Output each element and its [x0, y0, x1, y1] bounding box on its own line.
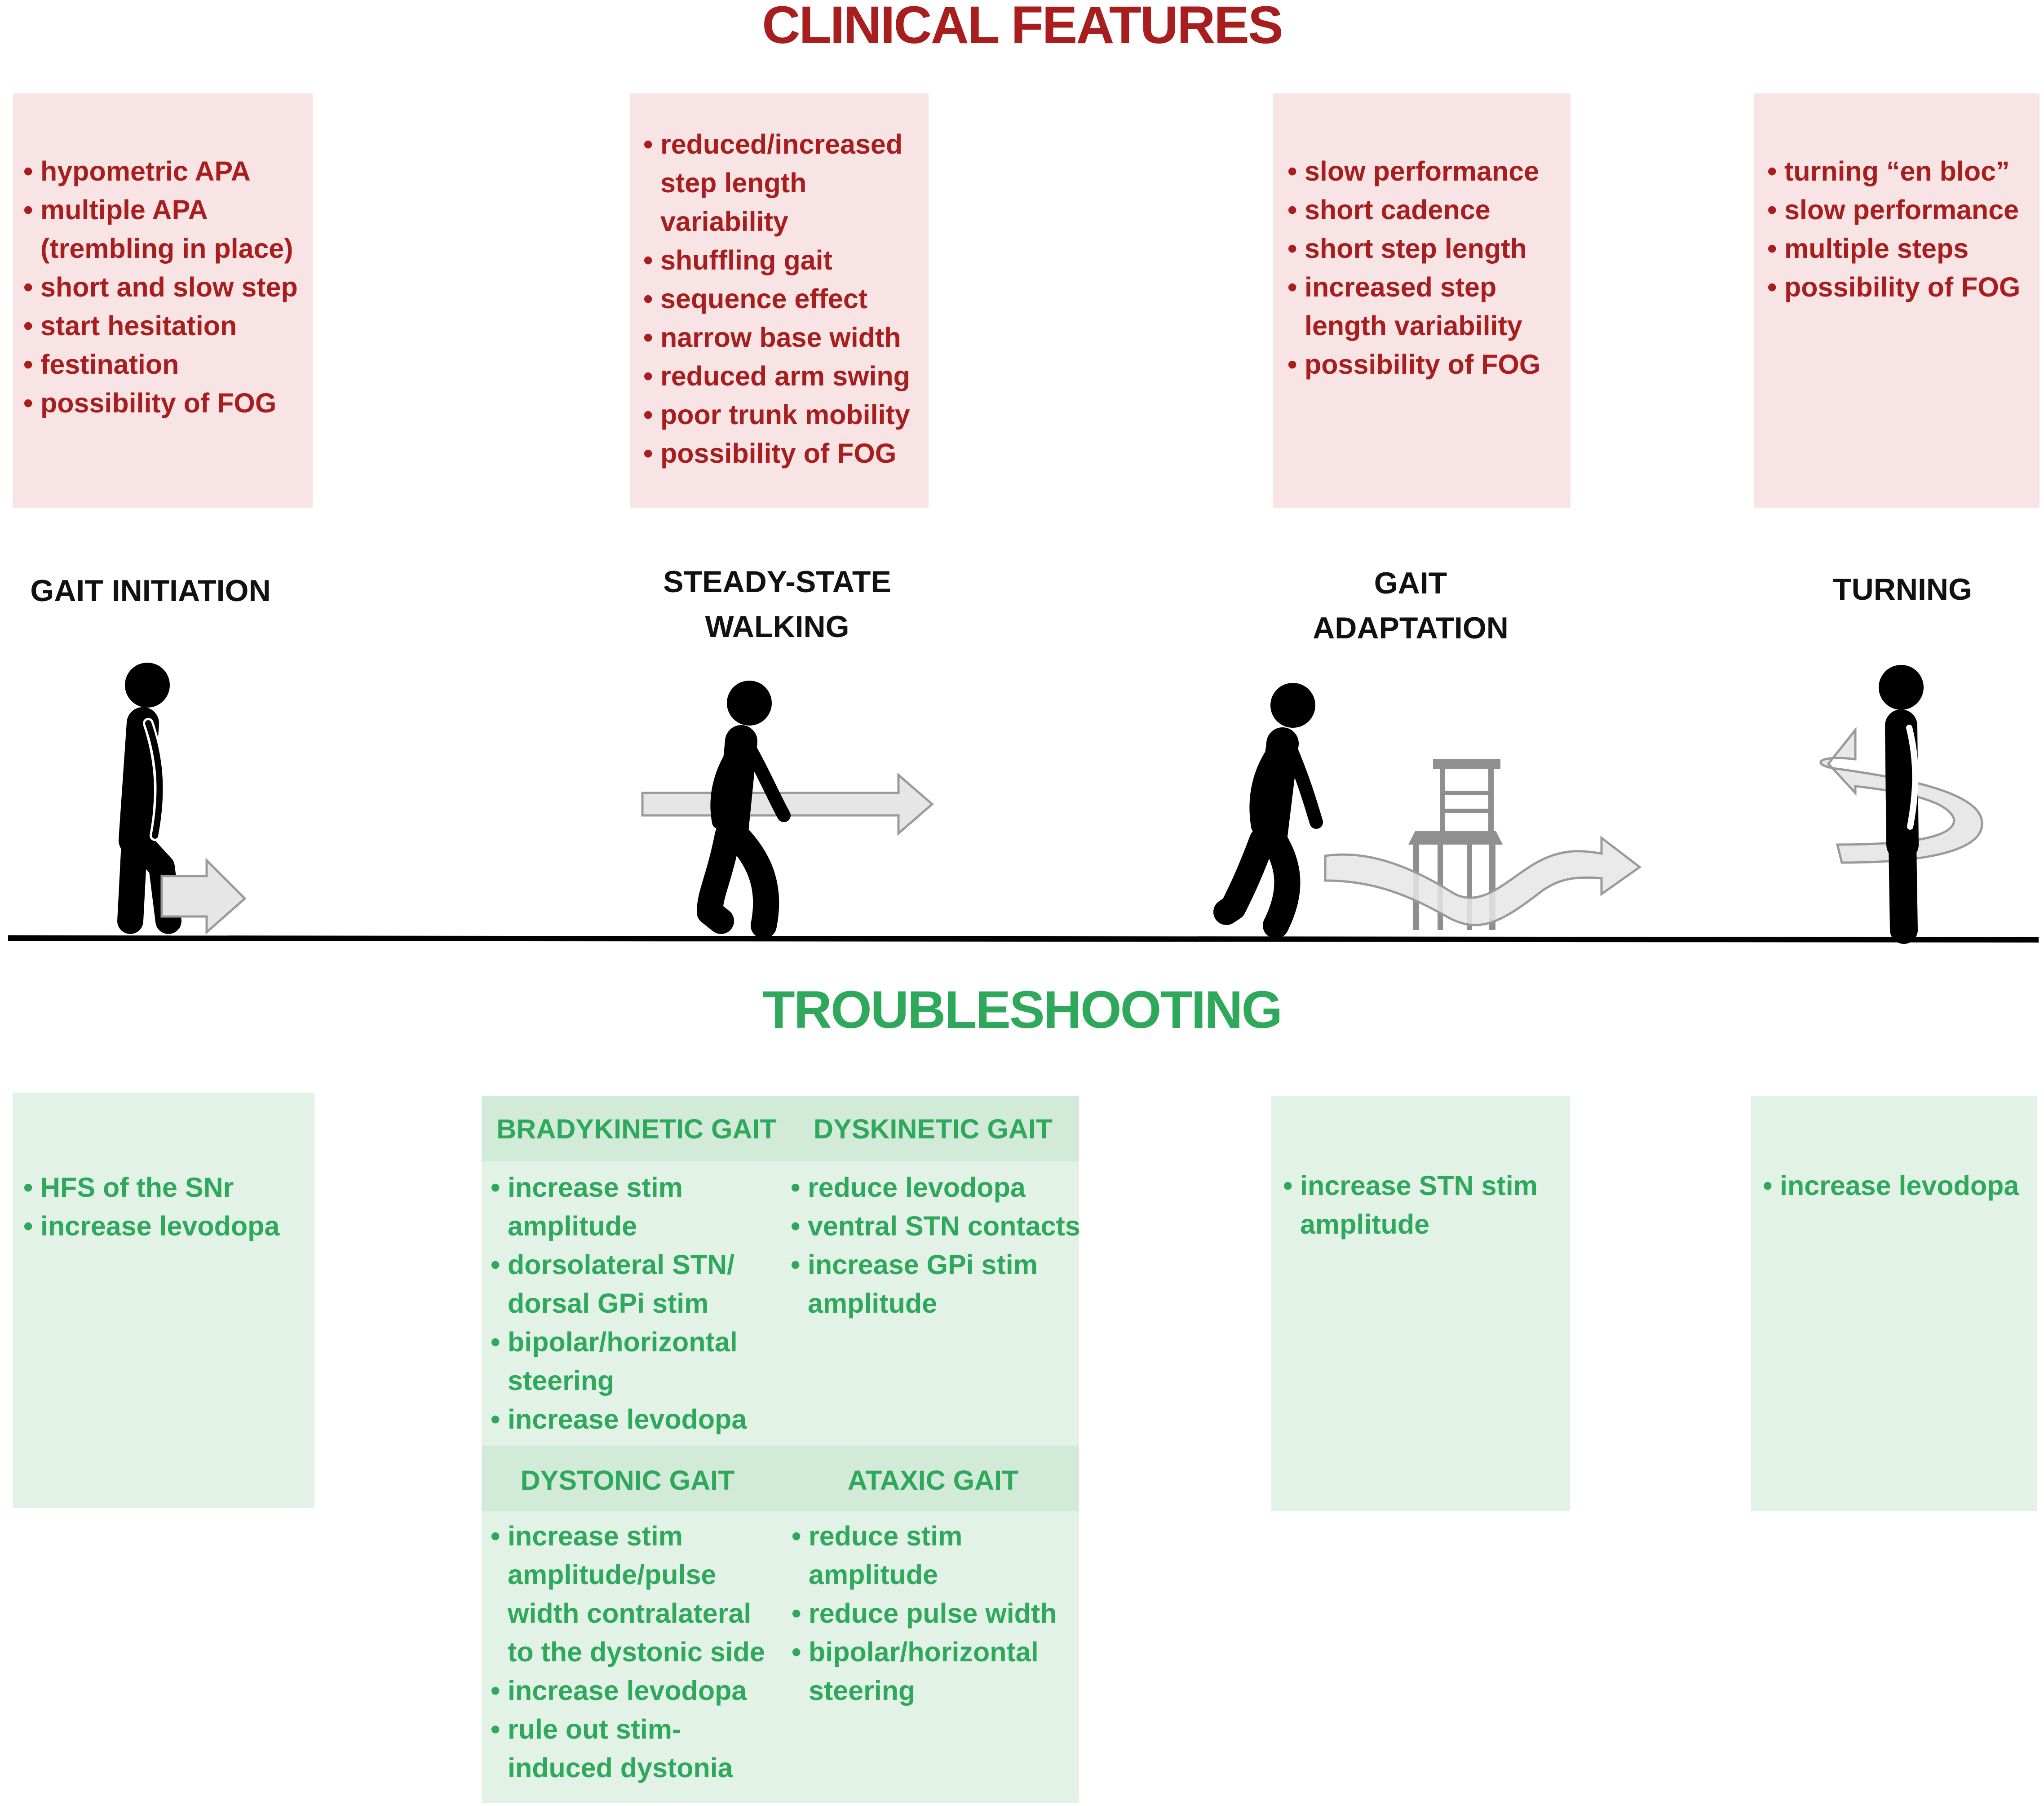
stage-label-steady-state: STEADY-STATE WALKING: [663, 565, 891, 644]
clinical-box-steady-state: reduced/increased step length variabilit…: [630, 93, 929, 508]
trouble-box-gait-initiation: HFS of the SNrincrease levodopa: [13, 1093, 314, 1508]
subheader-bar: [482, 1096, 1079, 1161]
clinical-list: slow performanceshort cadenceshort step …: [1287, 152, 1540, 384]
subheader-bar: [482, 1446, 1079, 1511]
bullet-item: HFS of the SNr: [23, 1168, 279, 1207]
bullet-item: start hesitation: [23, 306, 298, 345]
bullet-item: turning “en bloc”: [1767, 152, 2020, 190]
bullet-item: increase stim amplitude: [491, 1168, 747, 1245]
bullet-item: increase stim amplitude/pulse width cont…: [491, 1517, 765, 1671]
dyskinetic-list: reduce levodopaventral STN contactsincre…: [791, 1168, 1080, 1323]
bullet-item: short step length: [1287, 229, 1540, 268]
bullet-item: bipolar/horizontal steering: [792, 1633, 1057, 1710]
bullet-item: increase levodopa: [1763, 1166, 2019, 1205]
bullet-item: short and slow step: [23, 268, 298, 306]
ataxic-list: reduce stim amplitudereduce pulse widthb…: [792, 1517, 1057, 1710]
clinical-box-gait-adaptation: slow performanceshort cadenceshort step …: [1273, 93, 1571, 508]
bradykinetic-title: BRADYKINETIC GAIT: [496, 1114, 777, 1144]
bullet-item: reduced/increased step length variabilit…: [643, 125, 910, 241]
bullet-item: hypometric APA: [23, 152, 298, 190]
curved-arrow-icon: [1324, 835, 1642, 926]
bullet-item: bipolar/horizontal steering: [491, 1323, 747, 1400]
clinical-list: hypometric APAmultiple APA (trembling in…: [23, 152, 298, 422]
trouble-list: increase levodopa: [1763, 1166, 2019, 1205]
ataxic-title: ATAXIC GAIT: [847, 1465, 1019, 1496]
trouble-box-gait-adaptation: increase STN stim amplitude: [1271, 1096, 1570, 1511]
bullet-item: dorsolateral STN/ dorsal GPi stim: [491, 1245, 747, 1323]
bullet-item: poor trunk mobility: [643, 395, 910, 434]
bullet-item: possibility of FOG: [643, 434, 910, 473]
small-arrow-icon: [160, 857, 247, 935]
bullet-item: increase levodopa: [491, 1400, 747, 1439]
stage-label-gait-initiation: GAIT INITIATION: [30, 574, 271, 608]
bradykinetic-list: increase stim amplitudedorsolateral STN/…: [491, 1168, 747, 1439]
clinical-features-heading: CLINICAL FEATURES: [762, 0, 1283, 55]
bullet-item: reduce levodopa: [791, 1168, 1080, 1207]
bullet-item: increase levodopa: [491, 1671, 765, 1710]
bullet-item: short cadence: [1287, 190, 1540, 229]
stage-label-gait-adaptation: GAIT ADAPTATION: [1313, 566, 1509, 645]
bullet-item: increased step length variability: [1287, 268, 1540, 345]
bullet-item: reduced arm swing: [643, 357, 910, 395]
bullet-item: increase levodopa: [23, 1207, 279, 1245]
bullet-item: reduce pulse width: [792, 1594, 1057, 1633]
clinical-list: reduced/increased step length variabilit…: [643, 125, 910, 473]
bullet-item: reduce stim amplitude: [792, 1517, 1057, 1594]
bullet-item: rule out stim- induced dystonia: [491, 1710, 765, 1787]
dyskinetic-title: DYSKINETIC GAIT: [813, 1114, 1053, 1144]
bullet-item: slow performance: [1767, 190, 2020, 229]
trouble-box-turning: increase levodopa: [1751, 1096, 2037, 1511]
stage-label-turning: TURNING: [1833, 572, 1972, 606]
long-arrow-icon: [641, 772, 934, 836]
bullet-item: multiple APA (trembling in place): [23, 190, 298, 268]
bullet-item: multiple steps: [1767, 229, 2020, 268]
trouble-list: HFS of the SNrincrease levodopa: [23, 1168, 279, 1245]
bullet-item: shuffling gait: [643, 241, 910, 279]
clinical-box-turning: turning “en bloc”slow performancemultipl…: [1754, 93, 2040, 508]
bullet-item: narrow base width: [643, 318, 910, 357]
trouble-list: increase STN stim amplitude: [1283, 1166, 1538, 1244]
turn-arrow-icon: [1819, 726, 1983, 864]
bullet-item: sequence effect: [643, 279, 910, 318]
clinical-list: turning “en bloc”slow performancemultipl…: [1767, 152, 2020, 306]
bullet-item: festination: [23, 345, 298, 384]
dystonic-list: increase stim amplitude/pulse width cont…: [491, 1517, 765, 1787]
dystonic-title: DYSTONIC GAIT: [520, 1465, 735, 1496]
troubleshooting-heading: TROUBLESHOOTING: [762, 980, 1283, 1040]
trouble-box-steady-state: BRADYKINETIC GAIT DYSKINETIC GAIT increa…: [482, 1096, 1080, 1803]
bullet-item: ventral STN contacts: [791, 1207, 1080, 1245]
bullet-item: possibility of FOG: [1767, 268, 2020, 306]
bullet-item: increase GPi stim amplitude: [791, 1245, 1080, 1323]
bullet-item: possibility of FOG: [1287, 345, 1540, 384]
bullet-item: increase STN stim amplitude: [1283, 1166, 1538, 1244]
bullet-item: slow performance: [1287, 152, 1540, 190]
clinical-box-gait-initiation: hypometric APAmultiple APA (trembling in…: [13, 93, 313, 508]
bullet-item: possibility of FOG: [23, 384, 298, 422]
